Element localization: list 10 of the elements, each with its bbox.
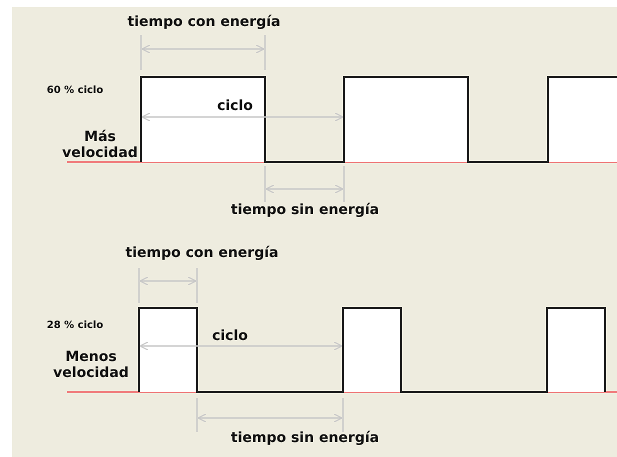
annotation-label: tiempo sin energía (230, 430, 380, 446)
duty-cycle-label: 60 % ciclo (46, 85, 104, 96)
annotation-label: tiempo con energía (126, 14, 282, 30)
duty-cycle-label: 28 % ciclo (46, 320, 104, 332)
annotation-label: ciclo (216, 98, 254, 114)
speed-label: Más velocidad (61, 129, 139, 162)
speed-label: Menos velocidad (52, 349, 130, 382)
annotation-label: tiempo con energía (124, 245, 280, 262)
annotation-label: tiempo sin energía (230, 202, 380, 218)
annotation-label: ciclo (211, 328, 249, 344)
